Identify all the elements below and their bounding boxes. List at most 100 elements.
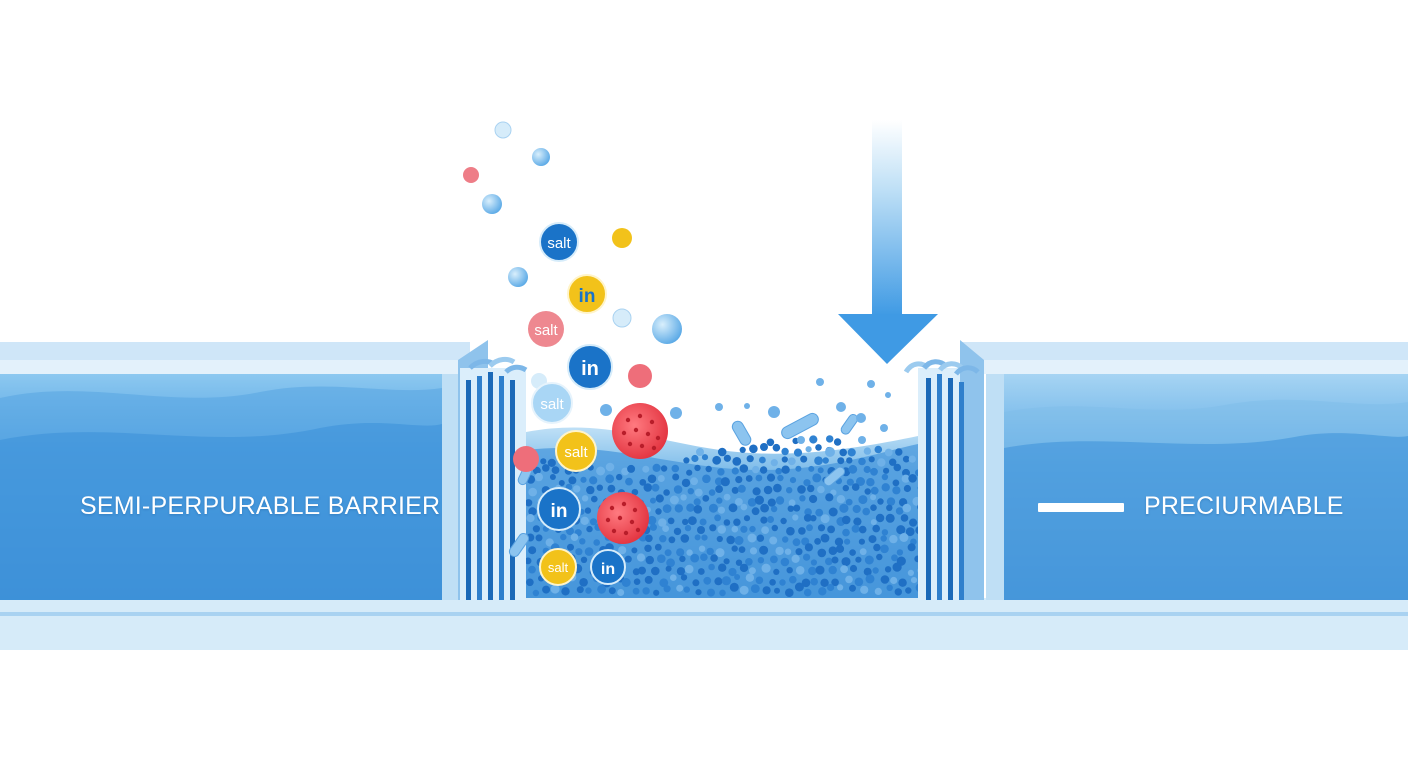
water-molecule	[826, 435, 834, 443]
water-molecule	[905, 587, 912, 594]
water-molecule	[568, 476, 577, 485]
water-molecule	[644, 575, 653, 584]
water-molecule	[621, 467, 629, 476]
water-molecule	[793, 448, 803, 457]
water-molecule	[701, 454, 709, 461]
water-molecule	[708, 563, 715, 571]
water-molecule	[907, 569, 915, 577]
water-molecule	[886, 504, 893, 511]
water-molecule	[732, 457, 742, 466]
water-molecule	[874, 587, 882, 596]
left-membrane	[458, 340, 528, 600]
water-molecule	[657, 475, 665, 482]
water-molecule	[915, 469, 918, 477]
water-molecule	[645, 534, 653, 543]
water-molecule	[770, 505, 778, 513]
water-molecule	[743, 515, 751, 522]
water-molecule	[847, 448, 856, 457]
water-molecule	[669, 495, 679, 505]
water-molecule	[883, 467, 890, 474]
water-molecule	[694, 464, 701, 472]
water-molecule	[647, 474, 657, 484]
water-molecule	[693, 505, 703, 514]
salt-particle-icon: salt	[531, 382, 573, 424]
water-molecule	[876, 553, 883, 561]
water-molecule	[761, 563, 771, 573]
water-molecule	[684, 524, 692, 532]
water-molecule	[863, 447, 872, 455]
water-molecule	[528, 546, 537, 555]
water-molecule	[731, 525, 739, 533]
water-molecule	[772, 443, 781, 452]
water-molecule	[756, 534, 765, 542]
water-molecule	[728, 567, 737, 577]
water-molecule	[891, 554, 898, 562]
water-molecule	[643, 483, 653, 492]
water-molecule	[907, 543, 916, 552]
tank-base-line	[0, 612, 1408, 616]
water-molecule	[792, 514, 799, 521]
water-molecule	[896, 549, 904, 556]
water-molecule	[858, 457, 866, 466]
water-molecule	[668, 536, 676, 544]
water-molecule	[763, 485, 773, 495]
water-molecule	[773, 568, 780, 576]
water-molecule	[846, 478, 854, 486]
water-molecule	[703, 576, 712, 585]
water-molecule	[873, 543, 881, 552]
water-molecule	[815, 444, 822, 451]
water-molecule	[831, 556, 839, 564]
water-molecule	[535, 534, 543, 542]
water-molecule	[745, 558, 753, 566]
water-molecule	[528, 507, 537, 516]
water-molecule	[579, 578, 588, 587]
left-tank-label: SEMI-PERPURABLE BARRIER	[80, 492, 441, 520]
water-molecule	[695, 589, 702, 596]
water-molecule	[550, 584, 560, 594]
in-particle-icon: in	[537, 487, 581, 531]
water-molecule	[914, 555, 918, 563]
water-molecule	[905, 527, 915, 537]
water-molecule	[782, 536, 789, 543]
water-molecule	[651, 566, 660, 576]
water-molecule	[534, 472, 543, 482]
water-molecule	[580, 476, 587, 483]
water-molecule	[797, 485, 806, 494]
water-molecule	[735, 498, 743, 506]
water-molecule	[667, 517, 675, 525]
water-molecule	[586, 525, 593, 533]
water-molecule	[662, 504, 672, 513]
water-molecule	[775, 546, 784, 556]
water-molecule	[716, 535, 723, 543]
water-molecule	[820, 578, 829, 587]
tank-base	[0, 598, 1408, 650]
water-molecule	[733, 518, 741, 526]
water-molecule	[828, 546, 838, 555]
water-molecule	[702, 495, 710, 502]
bacteria-icon	[508, 532, 530, 558]
water-molecule	[814, 538, 821, 545]
water-molecule	[835, 544, 845, 554]
water-molecule	[636, 553, 646, 562]
pink-particle	[628, 364, 652, 388]
water-molecule	[697, 568, 705, 575]
water-molecule	[745, 475, 753, 482]
water-molecule	[898, 578, 907, 587]
bacteria-group	[508, 412, 859, 558]
water-molecule	[884, 448, 893, 457]
water-molecule	[793, 504, 801, 512]
water-molecule	[747, 533, 757, 543]
water-molecule	[660, 465, 668, 472]
center-chamber	[526, 380, 918, 598]
salt-text: salt	[534, 322, 558, 339]
water-molecule	[672, 473, 680, 481]
water-molecule	[877, 498, 884, 505]
water-molecule	[700, 553, 708, 561]
red-spotted-particle	[612, 403, 668, 459]
water-molecule	[621, 578, 631, 587]
water-molecule	[707, 588, 715, 597]
water-molecule	[801, 578, 811, 588]
water-molecule	[814, 456, 823, 466]
water-molecule	[723, 558, 730, 565]
water-molecule	[673, 527, 682, 536]
